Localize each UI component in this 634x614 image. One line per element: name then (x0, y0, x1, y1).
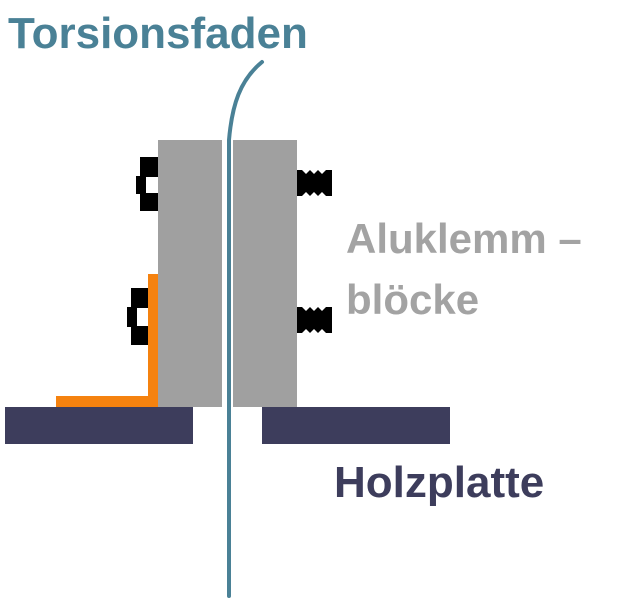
torsion-fiber-label: Torsionsfaden (8, 9, 308, 58)
clamp-block-right (233, 140, 297, 407)
screw-right-lower (297, 307, 332, 333)
screw-right-upper (297, 170, 332, 196)
wood-plate-left (5, 407, 193, 444)
wood-plate-label: Holzplatte (334, 458, 544, 507)
screw-left-upper-slot (146, 177, 158, 193)
screw-left-lower-slot (137, 308, 148, 326)
clamp-blocks-label-line1: Aluklemm – (346, 215, 582, 262)
clamp-block-left (158, 140, 222, 407)
torsion-fiber (227, 60, 264, 598)
clamp-blocks-label-line2: blöcke (346, 276, 479, 323)
wood-plate-right (262, 407, 450, 444)
